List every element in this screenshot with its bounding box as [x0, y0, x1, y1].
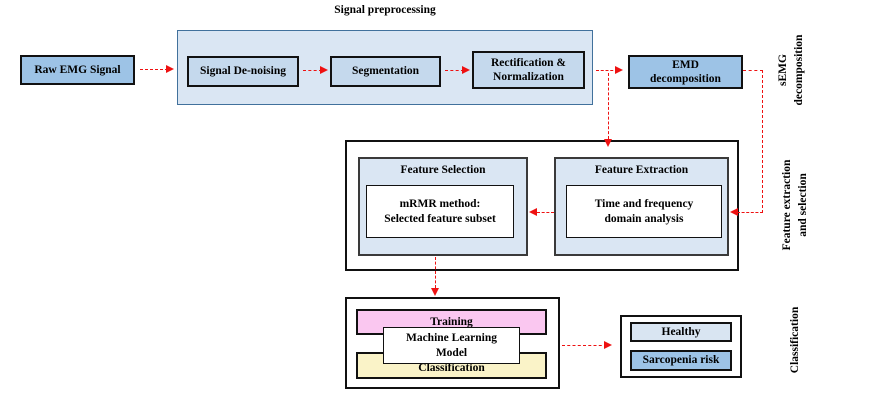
arrow-head — [730, 208, 738, 216]
arrow-head — [320, 66, 328, 74]
side-label-classification: Classification — [788, 306, 801, 374]
arrow-segment — [737, 212, 763, 213]
node-mrmr-method: mRMR method: Selected feature subset — [366, 185, 514, 238]
arrow-head — [615, 66, 623, 74]
arrow-segment — [445, 70, 464, 71]
arrow-segment — [608, 73, 609, 139]
node-machine-learning-model: Machine Learning Model — [383, 327, 520, 364]
node-sarcopenia-risk: Sarcopenia risk — [630, 350, 732, 371]
feature-extraction-title: Feature Extraction — [594, 164, 689, 176]
node-healthy: Healthy — [630, 322, 732, 342]
arrow-segment — [596, 70, 618, 71]
arrow-head — [166, 65, 174, 73]
arrow-segment — [303, 70, 322, 71]
arrow-head — [529, 208, 537, 216]
arrow-segment — [435, 257, 436, 288]
node-signal-denoising: Signal De-noising — [187, 56, 299, 87]
arrow-segment — [537, 212, 554, 213]
node-time-frequency-analysis: Time and frequency domain analysis — [566, 185, 722, 238]
node-emd-decomposition: EMD decomposition — [628, 55, 743, 89]
node-raw-emg-signal: Raw EMG Signal — [20, 55, 135, 85]
arrow-head — [604, 341, 612, 349]
arrow-segment — [562, 345, 607, 346]
node-segmentation: Segmentation — [330, 56, 441, 87]
preprocessing-title: Signal preprocessing — [334, 4, 436, 16]
arrow-segment — [743, 70, 763, 71]
arrow-head — [431, 288, 439, 296]
arrow-segment — [140, 69, 168, 70]
arrow-head — [604, 139, 612, 147]
arrow-segment — [762, 70, 763, 213]
node-rectification-normalization: Rectification & Normalization — [472, 51, 585, 89]
side-label-feature-extraction-selection: Feature extraction and selection — [780, 159, 809, 251]
side-label-semg-decomposition: sEMG decomposition — [776, 34, 805, 106]
arrow-head — [462, 66, 470, 74]
feature-selection-title: Feature Selection — [400, 164, 486, 176]
